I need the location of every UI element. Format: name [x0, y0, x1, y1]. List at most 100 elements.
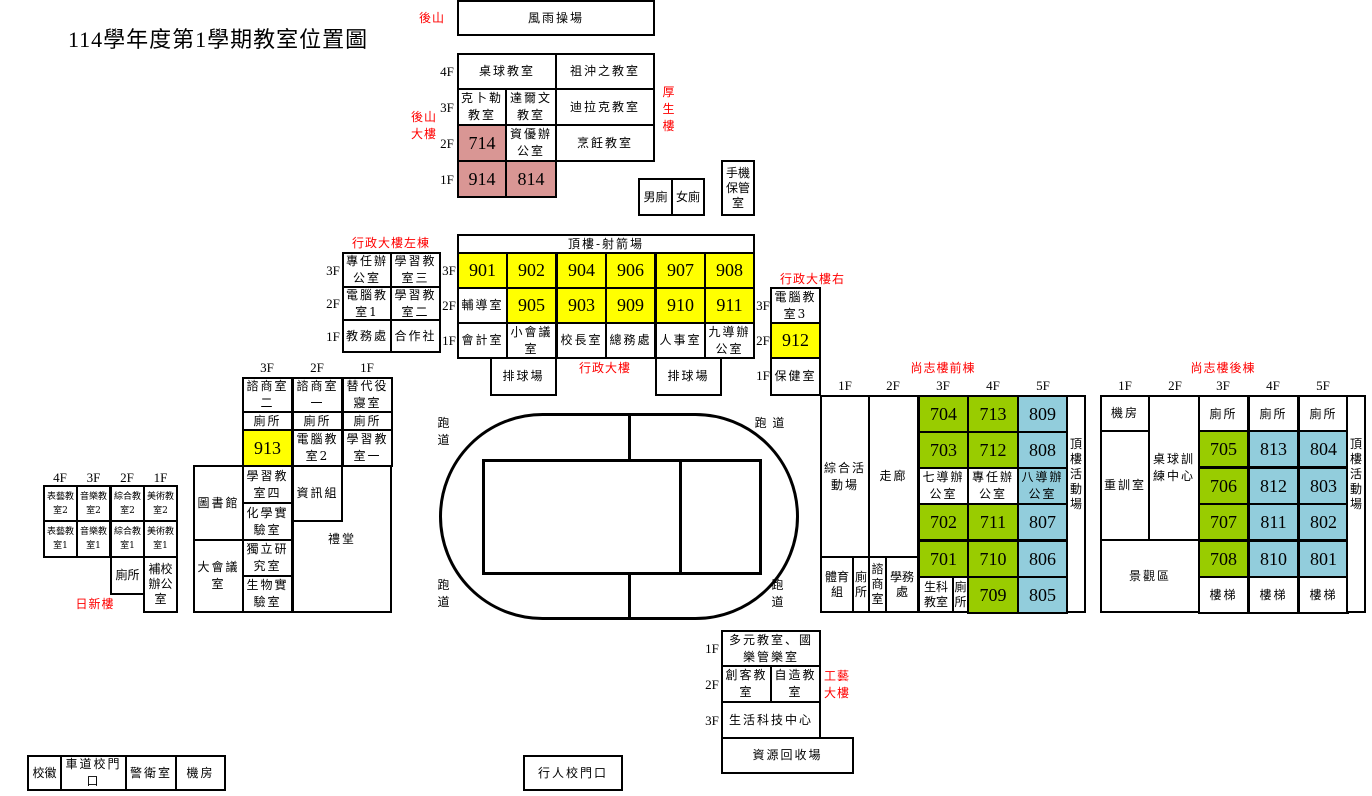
room-west_building-rooms-4[interactable]: 廁所: [292, 411, 343, 431]
room-craft-rooms-1[interactable]: 創客教室: [721, 665, 772, 703]
room-shangzhi_front-f5-2[interactable]: 八導辦公室: [1017, 467, 1068, 505]
room-craft-rooms-0[interactable]: 多元教室、國樂管樂室: [721, 630, 821, 667]
room-rixin-rooms-2[interactable]: 綜合教室2: [110, 485, 145, 522]
room-rixin-rooms-1[interactable]: 音樂教室2: [76, 485, 111, 522]
room-houshan_building-rooms-7[interactable]: 烹飪教室: [555, 124, 655, 162]
room-shangzhi_front-f5-4[interactable]: 806: [1017, 540, 1068, 578]
room-shangzhi_front-f3-5[interactable]: 生科教室: [918, 576, 954, 613]
room-admin_right-rooms-2[interactable]: 保健室: [770, 357, 821, 396]
room-shangzhi_back-landscape[interactable]: 景觀區: [1100, 539, 1200, 613]
room-west_building-rooms-7[interactable]: 電腦教室2: [292, 429, 343, 467]
room-admin_main-rooms_3f-5[interactable]: 908: [704, 252, 755, 289]
room-houshan_building-rooms-4[interactable]: 迪拉克教室: [555, 88, 655, 126]
room-shangzhi_front-f4-4[interactable]: 710: [967, 540, 1019, 578]
room-shangzhi_front-f1-0[interactable]: 綜合活動場: [820, 395, 870, 558]
room-admin_main-rooms_2f-4[interactable]: 910: [655, 287, 706, 324]
room-restrooms-phone[interactable]: 手機保管室: [721, 160, 755, 216]
room-admin_main-rooms_3f-0[interactable]: 901: [457, 252, 508, 289]
room-houshan_building-rooms-3[interactable]: 達爾文教室: [505, 88, 557, 126]
room-shangzhi_back-roof[interactable]: 頂樓活動場: [1346, 395, 1366, 613]
room-shangzhi_back-f5-0[interactable]: 廁所: [1298, 395, 1349, 433]
room-shangzhi_front-f3-0[interactable]: 704: [918, 395, 969, 433]
room-gate_area-3[interactable]: 機房: [175, 755, 226, 791]
room-shangzhi_back-f4-1[interactable]: 813: [1248, 430, 1299, 468]
room-west_building-rooms-14[interactable]: 生物實驗室: [242, 575, 293, 613]
room-west_building-rooms-1[interactable]: 諮商室一: [292, 377, 343, 413]
room-shangzhi_front-f5-3[interactable]: 807: [1017, 503, 1068, 541]
room-rixin-rooms-4[interactable]: 表藝教室1: [43, 520, 78, 558]
room-admin_main-rooms_2f-5[interactable]: 911: [704, 287, 755, 324]
room-admin_main-rooms_1f-5[interactable]: 九導辦公室: [704, 322, 755, 359]
room-shangzhi_front-f5-1[interactable]: 808: [1017, 431, 1068, 469]
room-admin_main-rooms_2f-3[interactable]: 909: [605, 287, 656, 324]
room-admin_left-rooms-3[interactable]: 學習教室二: [390, 286, 441, 321]
room-gate_area-0[interactable]: 校徽: [27, 755, 62, 791]
room-admin_left-rooms-2[interactable]: 電腦教室1: [342, 286, 392, 321]
room-houshan_building-rooms-8[interactable]: 914: [457, 160, 507, 198]
room-shangzhi_back-f4-5[interactable]: 樓梯: [1248, 576, 1299, 614]
room-shangzhi_front-f5-5[interactable]: 805: [1017, 576, 1068, 614]
room-shangzhi_back-f5-1[interactable]: 804: [1298, 430, 1349, 468]
room-admin_main-rooms_2f-0[interactable]: 輔導室: [457, 287, 508, 324]
room-shangzhi_front-f3-2[interactable]: 七導辦公室: [918, 467, 969, 505]
room-rixin-rooms-0[interactable]: 表藝教室2: [43, 485, 78, 522]
room-west_building-rooms-13[interactable]: 獨立研究室: [242, 539, 293, 577]
room-shangzhi_front-f2-1[interactable]: 諮商室: [868, 556, 887, 613]
room-shangzhi_front-roof[interactable]: 頂樓活動場: [1066, 395, 1086, 613]
room-restrooms-female[interactable]: 女廁: [671, 178, 705, 216]
room-shangzhi_front-f3-1[interactable]: 703: [918, 431, 969, 469]
room-houshan_building-rooms-2[interactable]: 克卜勒教室: [457, 88, 507, 126]
room-houshan_building-rooms-9[interactable]: 814: [505, 160, 557, 198]
room-shangzhi_back-f1-0[interactable]: 機房: [1100, 395, 1150, 432]
room-shangzhi_front-f3-3[interactable]: 702: [918, 503, 969, 541]
room-shangzhi_back-f3-3[interactable]: 707: [1198, 503, 1249, 541]
room-gate_area-1[interactable]: 車道校門口: [60, 755, 127, 791]
room-admin_main-volleyball-0[interactable]: 排球場: [490, 357, 557, 396]
room-shangzhi_back-f4-2[interactable]: 812: [1248, 467, 1299, 505]
room-admin_main-volleyball-1[interactable]: 排球場: [655, 357, 722, 396]
room-west_building-rooms-9[interactable]: 圖書館: [193, 465, 244, 541]
room-shangzhi_back-f4-3[interactable]: 811: [1248, 503, 1299, 541]
room-shangzhi_back-f2-0[interactable]: 桌球訓練中心: [1148, 395, 1200, 541]
room-rixin-rooms-5[interactable]: 音樂教室1: [76, 520, 111, 558]
room-shangzhi_back-f3-2[interactable]: 706: [1198, 467, 1249, 505]
room-west_building-rooms-12[interactable]: 化學實驗室: [242, 502, 293, 541]
room-west_building-rooms-11[interactable]: 學習教室四: [242, 465, 293, 504]
room-shangzhi_front-f4-3[interactable]: 711: [967, 503, 1019, 541]
room-admin_main-rooms_3f-1[interactable]: 902: [506, 252, 557, 289]
room-west_building-rooms-6[interactable]: 913: [242, 429, 293, 467]
room-craft-rooms-2[interactable]: 自造教室: [770, 665, 821, 703]
room-admin_right-rooms-1[interactable]: 912: [770, 322, 821, 359]
room-admin_main-rooms_1f-2[interactable]: 校長室: [556, 322, 607, 359]
room-rixin-rooms-3[interactable]: 美術教室2: [143, 485, 178, 522]
room-shangzhi_back-f3-0[interactable]: 廁所: [1198, 395, 1249, 433]
room-admin_main-rooms_2f-1[interactable]: 905: [506, 287, 557, 324]
room-admin_left-rooms-5[interactable]: 合作社: [390, 319, 441, 353]
room-shangzhi_back-f4-0[interactable]: 廁所: [1248, 395, 1299, 433]
room-shangzhi_front-f2-2[interactable]: 學務處: [885, 556, 919, 613]
room-shangzhi_back-f1-1[interactable]: 重訓室: [1100, 430, 1150, 541]
room-admin_main-rooms_3f-2[interactable]: 904: [556, 252, 607, 289]
room-shangzhi_back-f3-1[interactable]: 705: [1198, 430, 1249, 468]
room-craft-rooms-3[interactable]: 生活科技中心: [721, 701, 821, 739]
room-gym[interactable]: 風雨操場: [457, 0, 655, 36]
room-west_building-rooms-5[interactable]: 廁所: [342, 411, 393, 431]
room-shangzhi_front-f3-4[interactable]: 701: [918, 540, 969, 578]
room-shangzhi_back-f3-5[interactable]: 樓梯: [1198, 576, 1249, 614]
room-shangzhi_back-f5-5[interactable]: 樓梯: [1298, 576, 1349, 614]
room-shangzhi_front-f4-2[interactable]: 專任辦公室: [967, 467, 1019, 505]
room-admin_main-rooms_3f-4[interactable]: 907: [655, 252, 706, 289]
room-houshan_building-rooms-6[interactable]: 資優辦公室: [505, 124, 557, 162]
room-craft-recycling[interactable]: 資源回收場: [721, 737, 854, 774]
room-west_building-rooms-15[interactable]: 資訊組: [292, 465, 343, 522]
room-shangzhi_front-f2-0[interactable]: 走廊: [868, 395, 919, 558]
room-rixin-rooms-9[interactable]: 補校辦公室: [143, 556, 178, 613]
room-admin_main-rooms_1f-1[interactable]: 小會議室: [506, 322, 557, 359]
room-shangzhi_front-f1-2[interactable]: 廁所: [852, 556, 870, 613]
room-admin_left-rooms-4[interactable]: 教務處: [342, 319, 392, 353]
room-shangzhi_front-f1-1[interactable]: 體育組: [820, 556, 854, 613]
room-west_building-rooms-0[interactable]: 諮商室二: [242, 377, 293, 413]
room-west_building-rooms-10[interactable]: 大會議室: [193, 539, 244, 613]
room-west_building-rooms-2[interactable]: 替代役寢室: [342, 377, 393, 413]
room-admin_main-rooms_1f-4[interactable]: 人事室: [655, 322, 706, 359]
